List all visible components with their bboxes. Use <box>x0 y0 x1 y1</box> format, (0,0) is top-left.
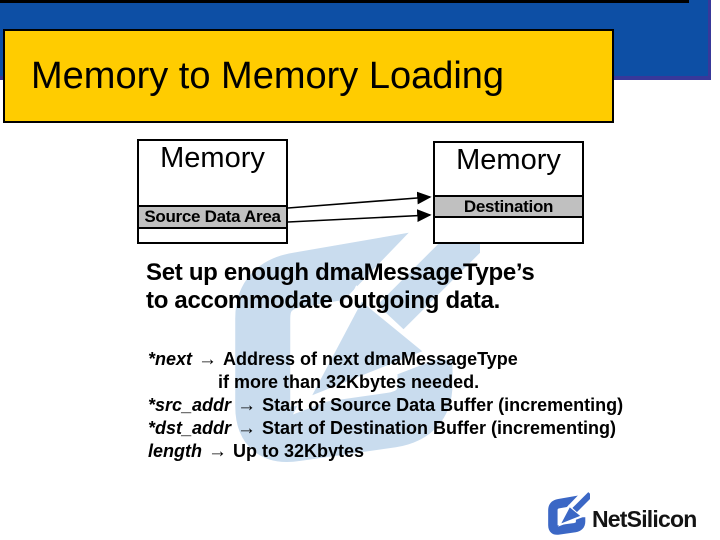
page-title: Memory to Memory Loading <box>31 54 505 97</box>
field-description: Start of Destination Buffer (incrementin… <box>262 418 617 438</box>
detail-line-next: *next→Address of next dmaMessageType <box>148 348 623 371</box>
source-data-area-strip: Source Data Area <box>137 205 288 229</box>
maps-to-arrow: → <box>208 441 227 462</box>
header-top-line <box>0 0 689 3</box>
source-memory-label: Memory <box>160 142 265 174</box>
detail-line-dst-addr: *dst_addr→Start of Destination Buffer (i… <box>148 417 623 440</box>
title-bar: Memory to Memory Loading <box>3 29 614 123</box>
field-name: *dst_addr <box>148 418 232 438</box>
source-data-area-label: Source Data Area <box>144 207 281 226</box>
field-name: *next <box>148 349 193 369</box>
field-description: Start of Source Data Buffer (incrementin… <box>262 395 624 415</box>
destination-strip: Destination <box>433 195 584 218</box>
summary-line-2: to accommodate outgoing data. <box>146 287 500 314</box>
detail-line-length: length → Up to 32Kbytes <box>148 440 623 463</box>
maps-to-arrow: → <box>237 418 257 439</box>
summary-line-1: Set up enough dmaMessageType’s <box>146 259 535 286</box>
netsilicon-logo-icon <box>543 490 590 537</box>
field-description: Address of next dmaMessageType <box>223 349 518 369</box>
destination-memory-box: Memory Destination <box>433 141 584 244</box>
destination-memory-label: Memory <box>456 144 561 176</box>
netsilicon-logo: NetSilicon <box>543 490 697 537</box>
source-memory-box: Memory Source Data Area <box>137 139 288 244</box>
field-description: Up to 32Kbytes <box>233 441 365 461</box>
field-name: length <box>148 441 202 461</box>
detail-line-src-addr: *src_addr→Start of Source Data Buffer (i… <box>148 394 623 417</box>
netsilicon-logo-text: NetSilicon <box>592 506 697 532</box>
maps-to-arrow: → <box>198 349 218 370</box>
summary-text: Set up enough dmaMessageType’s to accomm… <box>146 259 535 315</box>
field-description: if more than 32Kbytes needed. <box>218 372 480 392</box>
destination-label: Destination <box>463 196 554 216</box>
field-name: *src_addr <box>148 395 232 415</box>
field-descriptions: *next→Address of next dmaMessageType if … <box>148 348 623 463</box>
maps-to-arrow: → <box>237 395 257 416</box>
dma-transfer-arrows-icon <box>287 191 432 223</box>
detail-line-next-continued: if more than 32Kbytes needed. <box>148 371 623 394</box>
